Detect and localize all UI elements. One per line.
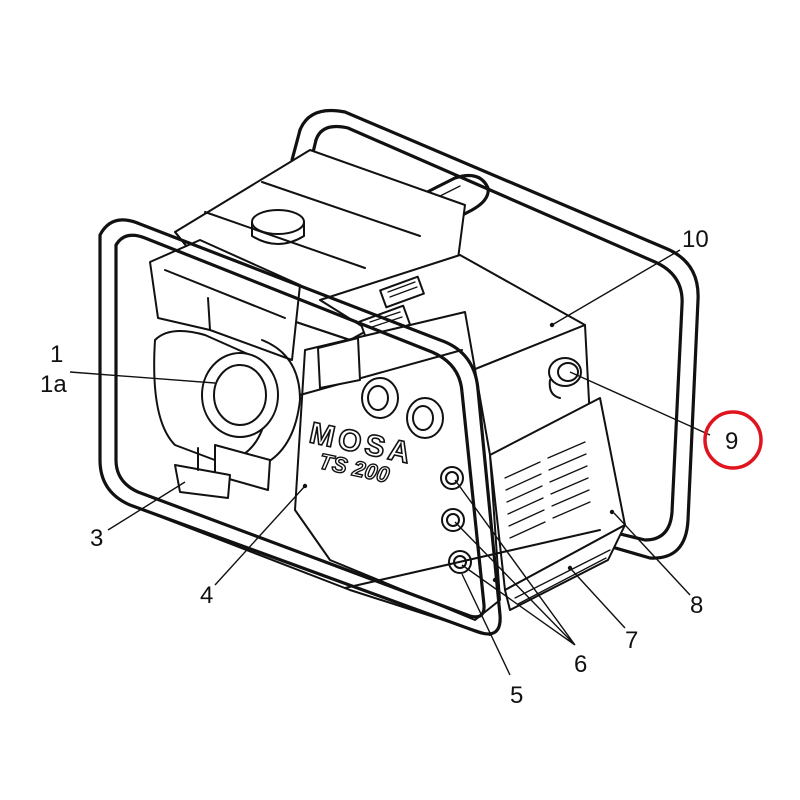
vent-louvers <box>504 441 591 539</box>
callout-4: 4 <box>200 582 213 609</box>
callout-10: 10 <box>682 226 709 253</box>
callout-6: 6 <box>574 651 587 678</box>
front-frame <box>98 218 601 636</box>
callout-5: 5 <box>510 682 523 709</box>
side-vent-cover <box>489 397 626 611</box>
callout-8: 8 <box>690 592 703 619</box>
callout-1a: 1a <box>40 371 67 398</box>
callout-9: 9 <box>725 428 738 455</box>
highlight-circle <box>703 410 763 470</box>
leader-lines <box>69 249 711 676</box>
callouts: 1 1a 3 4 5 6 7 8 10 9 <box>40 226 763 709</box>
callout-3: 3 <box>90 525 103 552</box>
control-panel: MOSA TS 200 <box>294 311 501 621</box>
callout-1: 1 <box>50 341 63 368</box>
callout-7: 7 <box>625 627 638 654</box>
